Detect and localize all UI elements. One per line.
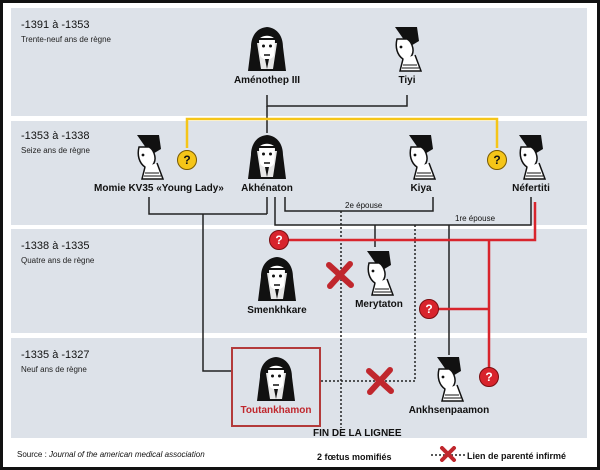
red-uncertain-link-1 bbox=[279, 202, 537, 242]
person-merytaton: Merytaton bbox=[324, 249, 434, 310]
link-akhenaton-kiya bbox=[284, 197, 434, 212]
refuted-cross-icon bbox=[326, 261, 354, 289]
question-mark-nefertiti: ? bbox=[487, 150, 507, 170]
queen-bust-icon bbox=[367, 251, 395, 296]
period-band-3: -1338 à -1335 Quatre ans de règne bbox=[11, 229, 587, 333]
person-smenkhkare: Smenkhkare bbox=[222, 255, 332, 316]
pharaoh-bust-icon bbox=[258, 257, 296, 301]
question-mark-red-3: ? bbox=[479, 367, 499, 387]
person-ankhsenpaamon: Ankhsenpaamon bbox=[394, 355, 504, 416]
question-mark-red-2: ? bbox=[419, 299, 439, 319]
pharaoh-bust-icon bbox=[257, 357, 295, 401]
legend-refuted-link-icon bbox=[431, 446, 465, 462]
yellow-uncertain-link bbox=[185, 117, 499, 148]
person-young-lady: Momie KV35 «Young Lady» bbox=[94, 133, 224, 194]
person-name: Toutankhamon bbox=[240, 405, 312, 416]
second-wife-label: 2e épouse bbox=[345, 201, 383, 210]
period-dates: -1338 à -1335 bbox=[21, 240, 90, 252]
period-dates: -1391 à -1353 bbox=[21, 19, 90, 31]
person-name: Akhénaton bbox=[241, 183, 293, 194]
refuted-cross-icon bbox=[366, 367, 394, 395]
period-duration: Trente-neuf ans de règne bbox=[21, 35, 111, 44]
person-name: Momie KV35 «Young Lady» bbox=[94, 183, 224, 194]
person-name: Smenkhkare bbox=[247, 305, 307, 316]
question-mark-red-1: ? bbox=[269, 230, 289, 250]
queen-bust-icon bbox=[395, 27, 423, 72]
person-amenothep-iii: Aménothep III bbox=[212, 25, 322, 86]
person-kiya: Kiya bbox=[366, 133, 476, 194]
source-credit: Source : Journal of the american medical… bbox=[17, 450, 205, 459]
foetus-note: 2 fœtus momifiés bbox=[317, 452, 392, 462]
source-prefix: Source : bbox=[17, 450, 50, 459]
person-name: Ankhsenpaamon bbox=[408, 405, 490, 416]
first-wife-label: 1re épouse bbox=[455, 214, 496, 223]
queen-bust-icon bbox=[437, 357, 465, 402]
period-band-1: -1391 à -1353 Trente-neuf ans de règne bbox=[11, 8, 587, 116]
person-nefertiti: Néfertiti bbox=[476, 133, 586, 194]
person-name: Aménothep III bbox=[233, 75, 301, 86]
question-mark-young-lady: ? bbox=[177, 150, 197, 170]
person-name: Tiyi bbox=[398, 75, 416, 86]
person-name: Merytaton bbox=[355, 299, 403, 310]
link-amenothep-tiyi bbox=[266, 95, 408, 107]
period-dates: -1353 à -1338 bbox=[21, 130, 90, 142]
link-to-toutankhamon bbox=[202, 214, 231, 372]
end-of-lineage-label: FIN DE LA LIGNEE bbox=[313, 428, 402, 439]
source-title: Journal of the american medical associat… bbox=[49, 450, 205, 459]
genealogy-links bbox=[148, 95, 537, 428]
queen-bust-icon bbox=[137, 135, 165, 180]
pharaoh-bust-icon bbox=[248, 27, 286, 71]
person-name: Néfertiti bbox=[512, 183, 550, 194]
period-duration: Quatre ans de règne bbox=[21, 256, 95, 265]
refuted-link-toutankhamon bbox=[321, 225, 416, 382]
link-akhenaton-young-lady bbox=[148, 197, 267, 215]
queen-bust-icon bbox=[409, 135, 437, 180]
period-duration: Seize ans de règne bbox=[21, 146, 90, 155]
legend-label: Lien de parenté infirmé bbox=[467, 451, 567, 461]
period-band-2: -1353 à -1338 Seize ans de règne bbox=[11, 121, 587, 225]
pharaoh-bust-icon bbox=[248, 135, 286, 179]
person-tiyi: Tiyi bbox=[352, 25, 462, 86]
period-duration: Neuf ans de règne bbox=[21, 365, 87, 374]
queen-bust-icon bbox=[519, 135, 547, 180]
person-name: Kiya bbox=[410, 183, 432, 194]
person-akhenaton: Akhénaton bbox=[212, 133, 322, 194]
link-akhenaton-nefertiti bbox=[274, 197, 532, 226]
person-toutankhamon: Toutankhamon bbox=[221, 355, 331, 416]
period-dates: -1335 à -1327 bbox=[21, 349, 90, 361]
